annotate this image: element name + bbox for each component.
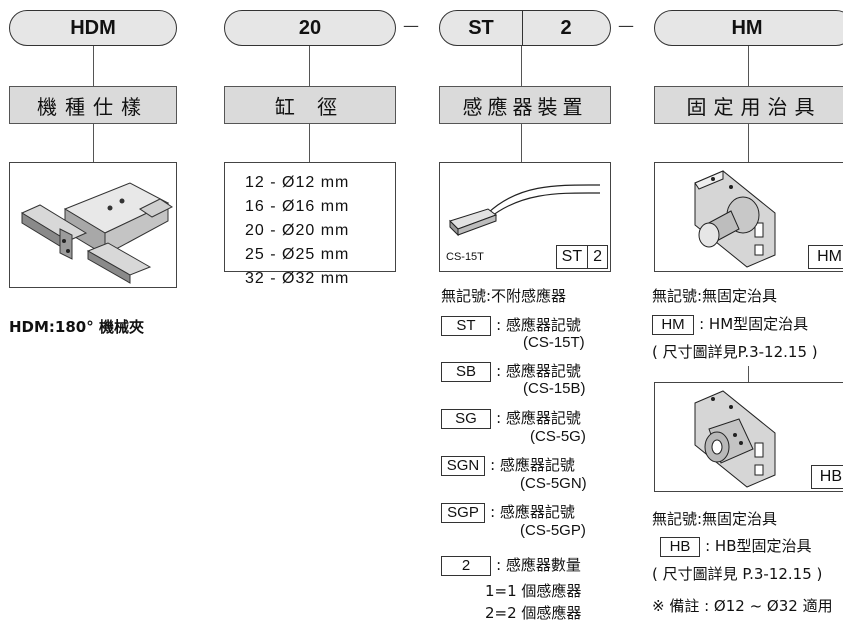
sensor-header-text: 感應器裝置: [462, 94, 588, 119]
sensor-code-tag: SGP: [441, 503, 485, 523]
hb-fixture-image-box: HB: [654, 382, 843, 492]
connector: [748, 46, 750, 86]
hm-fixture-illustration: [694, 170, 776, 268]
bore-code: 20: [298, 16, 322, 39]
hb-fixture-row: HB : HB型固定治具: [660, 535, 812, 557]
sensor-count-code: 2: [560, 16, 572, 39]
hm-none-note: 無記號:無固定治具: [652, 287, 778, 305]
sensor-code-desc: : 感應器記號: [496, 362, 581, 380]
sensor-code-desc: : 感應器記號: [496, 409, 581, 427]
bore-header-text: 缸 徑: [274, 94, 346, 119]
sensor-code-pill: ST 2: [439, 10, 611, 46]
connector: [521, 124, 523, 162]
sensor-model: (CS-5GN): [520, 475, 587, 492]
fixture-header-text: 固定用治具: [686, 94, 822, 119]
connector: [748, 366, 750, 382]
sensor-code-tag: SB: [441, 362, 491, 382]
sensor-qty-desc: : 感應器數量: [496, 556, 581, 574]
bore-size-item: 32 - Ø32 mm: [245, 270, 350, 287]
sensor-qty-2: 2=2 個感應器: [485, 604, 582, 622]
sensor-model: (CS-15B): [523, 380, 586, 397]
sensor-code-tag: SG: [441, 409, 491, 429]
sensor-option-sb: SB : 感應器記號: [441, 360, 581, 382]
sensor-code-desc: : 感應器記號: [490, 456, 575, 474]
hm-fixture-image-box: HM: [654, 162, 843, 272]
fixture-header: 固定用治具: [654, 86, 843, 124]
sensor-code-tag: SGN: [441, 456, 485, 476]
sensor-model: (CS-15T): [523, 334, 585, 351]
sensor-code-tag: ST: [441, 316, 491, 336]
hm-fixture-ref: ( 尺寸圖詳見P.3-12.15 ): [652, 343, 818, 361]
hb-fixture-tag: HB: [810, 465, 843, 489]
model-code-pill: HDM: [9, 10, 177, 46]
connector: [521, 46, 523, 86]
model-code: HDM: [70, 16, 116, 39]
separator-2: —: [618, 16, 634, 35]
model-caption: HDM:180° 機械夾: [9, 318, 144, 336]
hm-fixture-desc: : HM型固定治具: [699, 315, 809, 333]
connector: [309, 46, 311, 86]
bore-size-box: 12 - Ø12 mm 16 - Ø16 mm 20 - Ø20 mm 25 -…: [224, 162, 396, 287]
sensor-none-note: 無記號:不附感應器: [441, 287, 567, 305]
sensor-option-sg: SG : 感應器記號: [441, 407, 581, 429]
sensor-header: 感應器裝置: [439, 86, 611, 124]
sensor-image-box: CS-15T ST 2: [439, 162, 611, 272]
hb-fixture-note: ※ 備註 : Ø12 ~ Ø32 適用: [652, 597, 833, 615]
connector: [93, 46, 95, 86]
hb-fixture-desc: : HB型固定治具: [705, 537, 812, 555]
gripper-image-box: [9, 162, 177, 288]
connector: [748, 124, 750, 162]
sensor-qty-row: 2 : 感應器數量: [441, 554, 581, 576]
hb-fixture-illustration: [694, 390, 776, 488]
sensor-illustration: [449, 184, 601, 237]
hb-none-note: 無記號:無固定治具: [652, 510, 778, 528]
hb-fixture-code-tag: HB: [660, 537, 700, 557]
fixture-code-pill: HM: [654, 10, 843, 46]
sensor-tag-count: 2: [593, 248, 602, 265]
connector: [309, 124, 311, 162]
bore-size-list: 12 - Ø12 mm 16 - Ø16 mm 20 - Ø20 mm 25 -…: [245, 171, 349, 291]
bore-size-item: 25 - Ø25 mm: [245, 246, 350, 263]
hb-fixture-ref: ( 尺寸圖詳見 P.3-12.15 ): [652, 565, 823, 583]
spec-header: 機種仕樣: [9, 86, 177, 124]
spec-header-text: 機種仕樣: [37, 94, 149, 119]
bore-header: 缸 徑: [224, 86, 396, 124]
sensor-model: (CS-5G): [530, 428, 586, 445]
separator-1: —: [403, 16, 419, 35]
sensor-option-sgn: SGN : 感應器記號: [441, 454, 575, 476]
sensor-code-desc: : 感應器記號: [490, 503, 575, 521]
hm-fixture-row: HM : HM型固定治具: [652, 313, 808, 335]
sensor-option-sgp: SGP : 感應器記號: [441, 501, 575, 523]
sensor-option-st: ST : 感應器記號: [441, 314, 581, 336]
sensor-model-label: CS-15T: [446, 251, 484, 263]
bore-size-item: 12 - Ø12 mm: [245, 174, 350, 191]
sensor-tag-type: ST: [557, 246, 589, 268]
gripper-illustration: [20, 182, 173, 284]
sensor-code-desc: : 感應器記號: [496, 316, 581, 334]
sensor-tag: ST 2: [555, 245, 608, 269]
bore-code-pill: 20: [224, 10, 396, 46]
bore-size-item: 20 - Ø20 mm: [245, 222, 350, 239]
connector: [93, 124, 95, 162]
sensor-model: (CS-5GP): [520, 522, 586, 539]
sensor-qty-1: 1=1 個感應器: [485, 582, 582, 600]
hm-fixture-tag: HM: [808, 245, 843, 269]
bore-size-item: 16 - Ø16 mm: [245, 198, 350, 215]
hm-fixture-code-tag: HM: [652, 315, 694, 335]
fixture-code: HM: [731, 16, 763, 39]
sensor-qty-tag: 2: [441, 556, 491, 576]
sensor-type-code: ST: [440, 11, 523, 45]
